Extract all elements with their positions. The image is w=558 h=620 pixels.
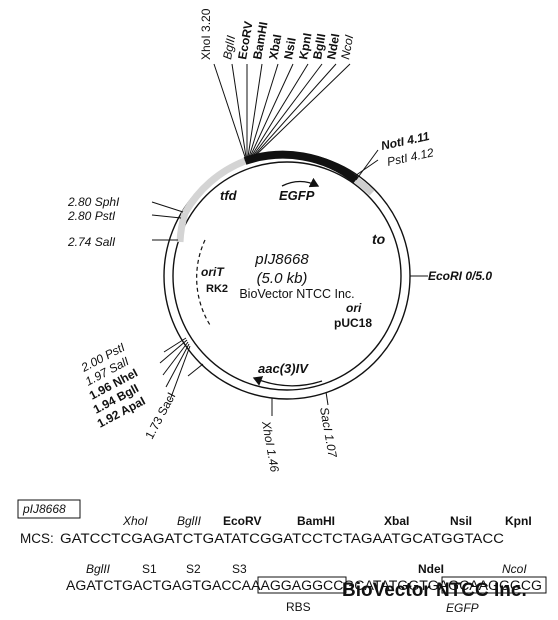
row1-nsiI: NsiI — [450, 514, 472, 528]
salI-274-label: 2.74 SalI — [67, 235, 116, 249]
egfp-segment — [243, 150, 359, 184]
plasmid-name: pIJ8668 — [254, 251, 309, 268]
tfd-label: tfd — [220, 188, 238, 203]
sequence-box — [17, 499, 81, 519]
rbs-box — [257, 576, 347, 594]
egfp-arrow — [281, 177, 320, 188]
sequence-watermark: BioVector NTCC Inc. — [342, 580, 527, 601]
egfp-start-box — [441, 576, 547, 594]
row2-ncoI: NcoI — [502, 562, 527, 576]
aac-arrow — [252, 376, 323, 387]
row1-ecoRV: EcoRV — [223, 514, 261, 528]
puc18-label: pUC18 — [334, 316, 372, 330]
aac-label: aac(3)IV — [258, 361, 309, 376]
map-watermark: BioVector NTCC Inc. — [239, 287, 354, 301]
kpnI-top-label: KpnI — [296, 32, 314, 61]
pstI-280-label: 2.80 PstI — [67, 209, 116, 223]
row1-xbaI: XbaI — [384, 514, 409, 528]
row1-kpnI: KpnI — [505, 514, 532, 528]
row1-bamHI: BamHI — [297, 514, 335, 528]
rk2-label: RK2 — [206, 283, 228, 295]
row2-labels: BglII S1 S2 S3 NdeI NcoI — [86, 562, 527, 576]
xhoI-320-label: XhoI 3.20 — [199, 8, 213, 60]
bamHI-top-label: BamHI — [250, 21, 270, 61]
bglII2-top-label: BglII — [310, 32, 328, 60]
xhoI-146-label: XhoI 1.46 — [259, 419, 282, 473]
to-label: to — [372, 231, 386, 247]
orit-label: oriT — [201, 265, 225, 279]
top-site-labels: XhoI 3.20 BglII EcoRV BamHI XbaI NsiI Kp… — [199, 8, 356, 60]
ncoI-top-label: NcoI — [338, 33, 356, 60]
bglII-top-label: BglII — [220, 34, 238, 61]
rbs-label: RBS — [286, 600, 311, 614]
ori-segment — [176, 211, 189, 243]
mcs-prefix: MCS: — [20, 531, 54, 546]
plasmid-size: (5.0 kb) — [257, 270, 308, 287]
sequence-box-label: pIJ8668 — [22, 502, 66, 516]
row2-sequence: AGATCTGACTGAGTGACCAAAGGAGGCCGCATATGGTGAG… — [66, 578, 542, 593]
egfp-seq-label: EGFP — [446, 601, 479, 615]
sacI-107-label: SacI 1.07 — [317, 406, 340, 460]
plasmid-inner-ring — [172, 161, 402, 391]
mcs-sequence: GATCCTCGAGATCTGATATCGGATCCTCTAGAATGCATGG… — [60, 531, 504, 546]
xbaI-top-label: XbaI — [266, 33, 284, 60]
ndeI-top-label: NdeI — [324, 32, 342, 60]
row1-xhoI: XhoI — [122, 514, 148, 528]
ori-label: ori — [346, 301, 362, 315]
mcs-leader-lines — [151, 63, 428, 416]
row2-s2: S2 — [186, 562, 201, 576]
row2-s1: S1 — [142, 562, 157, 576]
row1-bglII: BglII — [177, 514, 202, 528]
ecoRI-label: EcoRI 0/5.0 — [428, 269, 492, 283]
egfp-label: EGFP — [279, 188, 315, 203]
nsiI-top-label: NsiI — [281, 36, 299, 60]
row2-s3: S3 — [232, 562, 247, 576]
sphI-label: 2.80 SphI — [67, 195, 120, 209]
ecoRV-top-label: EcoRV — [235, 20, 255, 60]
row1-enzyme-labels: XhoI BglII EcoRV BamHI XbaI NsiI KpnI — [122, 514, 532, 528]
row2-ndeI: NdeI — [418, 562, 444, 576]
sacI-173-label: 1.73 SacI — [142, 390, 178, 441]
orit-arc — [196, 239, 211, 326]
row2-bglII: BglII — [86, 562, 111, 576]
tfd-segment — [181, 157, 247, 215]
